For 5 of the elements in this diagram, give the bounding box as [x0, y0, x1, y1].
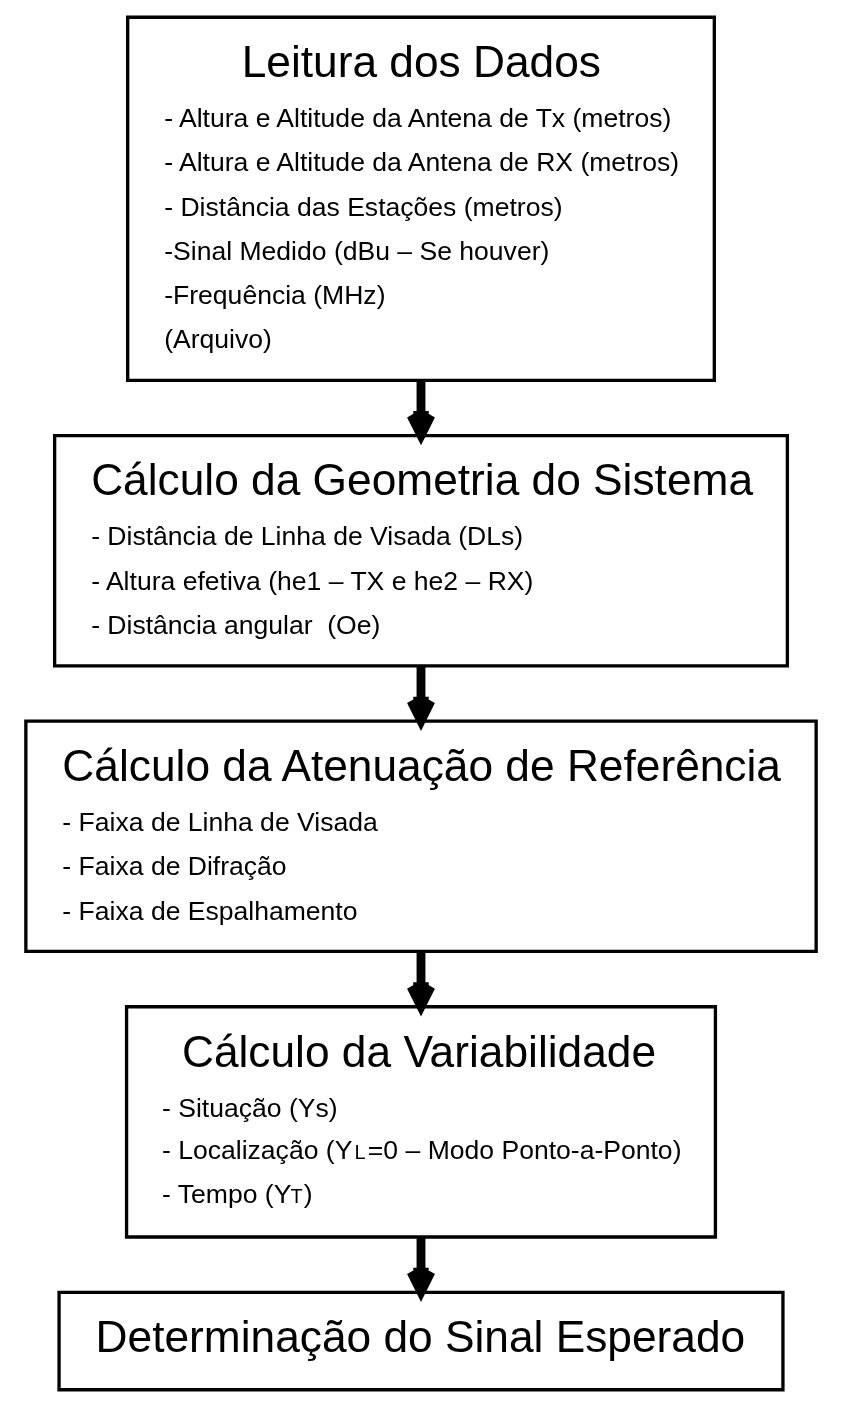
- node-box: Cálculo da Atenuação de Referência - Faixa de Linha de Visada - Faixa de Difração - Faixa de Espalhamento: [24, 719, 818, 954]
- node-box: Cálculo da Geometria do Sistema - Distância de Linha de Visada (DLs) - Altura efetiva (he1 – TX e he2 – RX) - Distância angular (Oe): [52, 433, 790, 668]
- node-box: Cálculo da Variabilidade - Situação (Ys) - Localização (YL=0 – Modo Ponto-a-Ponto) - Tempo (YT): [124, 1005, 718, 1239]
- node-box: Leitura dos Dados - Altura e Altitude da Antena de Tx (metros) - Altura e Altitude da Antena de RX (metros) - Distância das Estações (metros) -Sinal Medido (dBu – Se houver) -Frequência (MHz) (Arquivo): [126, 15, 716, 382]
- node-box: Determinação do Sinal Esperado: [57, 1290, 785, 1392]
